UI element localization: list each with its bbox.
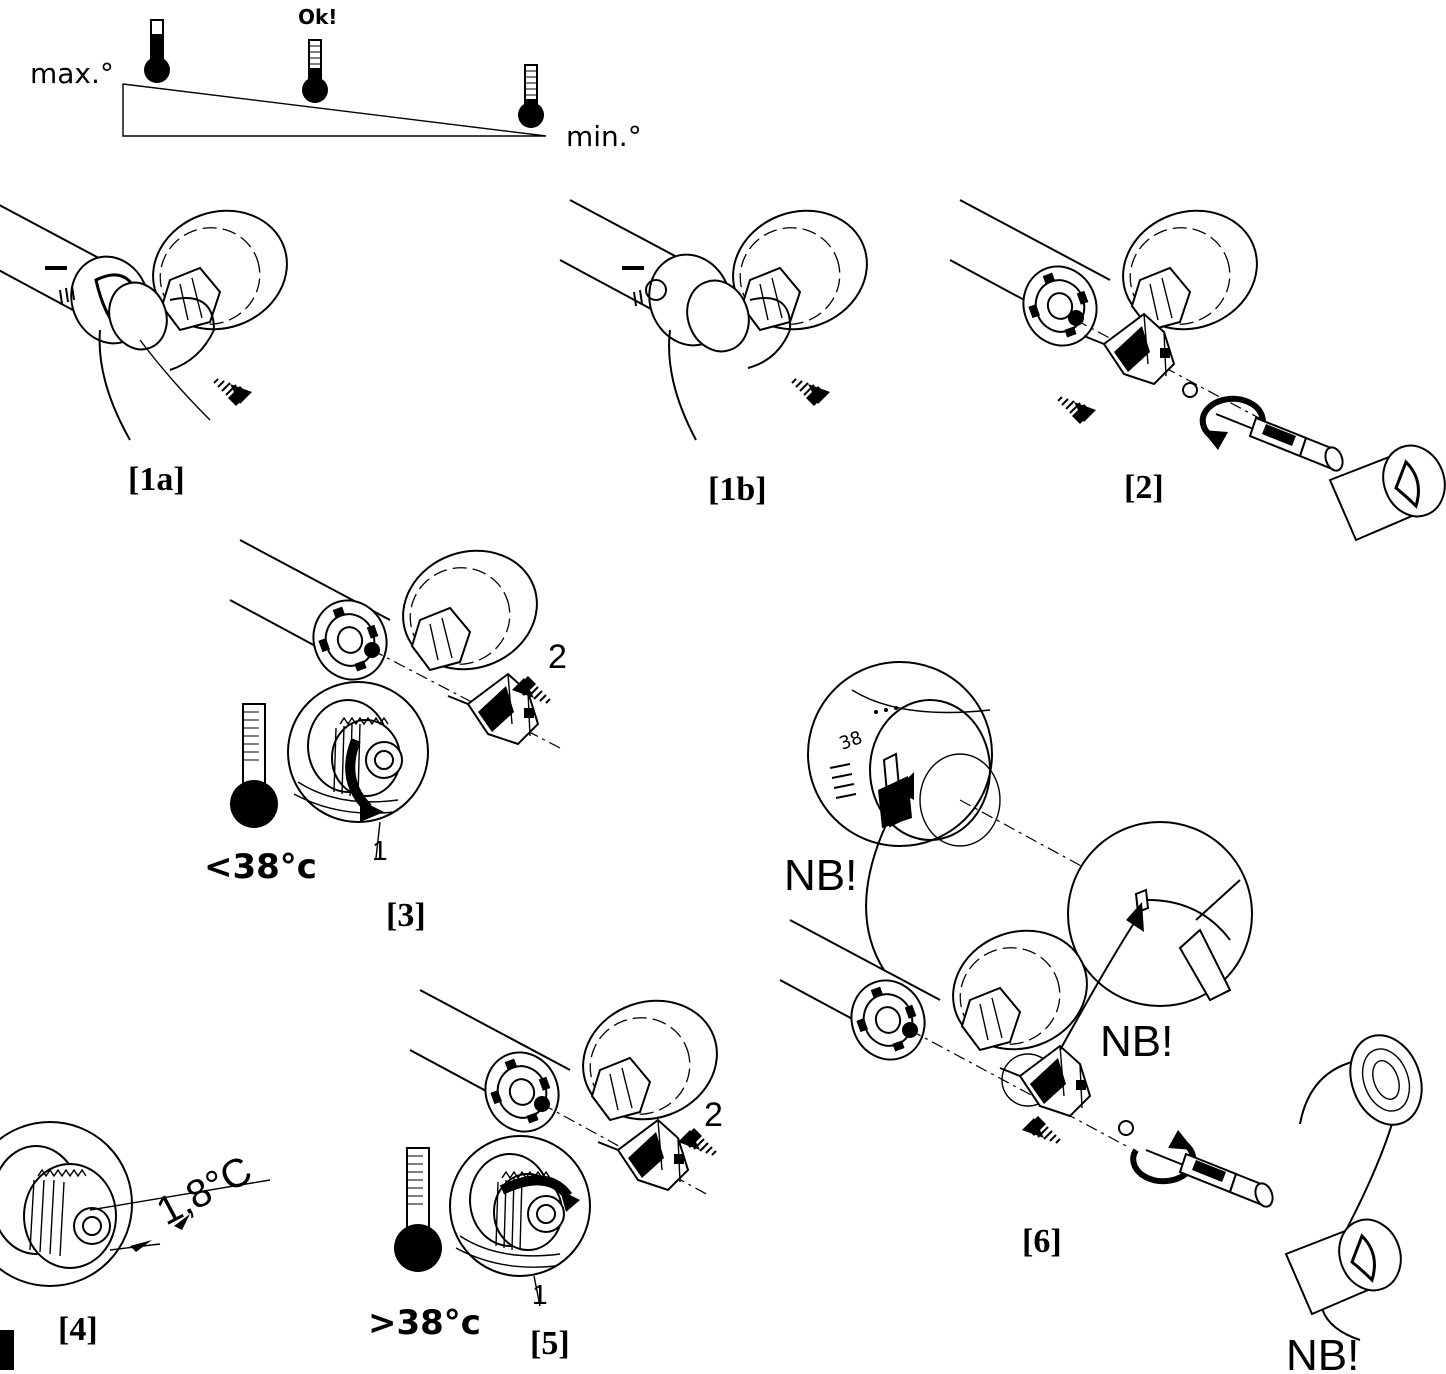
step-4-increment: 1,8°C [150, 1148, 259, 1234]
step-4-illustration [0, 1121, 271, 1370]
temperature-scale: max.° min.° Ok! [30, 5, 642, 153]
thermometer-low-icon [229, 703, 279, 829]
thermometer-min-icon [517, 64, 545, 129]
step-6-illustration: 38 [779, 661, 1423, 1341]
nb-note-knob: NB! [1286, 1331, 1359, 1374]
step-5-callout-1: 1 [532, 1279, 548, 1310]
step-5-callout-2: 2 [704, 1096, 723, 1134]
step-5-label: [5] [530, 1325, 570, 1362]
pull-arrow-icon [1057, 396, 1097, 425]
step-3-label: [3] [386, 897, 426, 934]
ok-label: Ok! [298, 5, 337, 29]
step-3-illustration [229, 531, 561, 859]
push-arrow-icon [1021, 1115, 1061, 1144]
step-3-temperature: <38°c [204, 847, 317, 887]
step-6-label: [6] [1022, 1223, 1062, 1260]
thermometer-high-icon [393, 1147, 443, 1273]
step-5-temperature: >38°c [368, 1303, 481, 1343]
pull-arrow-icon [213, 378, 253, 407]
step-1a-illustration [0, 191, 305, 441]
step-2-label: [2] [1124, 469, 1164, 506]
nb-note-fork: NB! [1100, 1017, 1173, 1066]
step-3-callout-1: 1 [372, 835, 388, 866]
thermometer-ok-icon [301, 39, 329, 104]
step-1b-illustration [559, 191, 885, 441]
pull-arrow-icon [791, 378, 831, 407]
step-1a-label: [1a] [128, 461, 185, 498]
min-label: min.° [566, 120, 642, 153]
max-label: max.° [30, 57, 114, 90]
step-5-illustration [393, 981, 735, 1307]
step-4-label: [4] [58, 1311, 98, 1348]
step-1b-label: [1b] [708, 471, 767, 508]
nb-note-dial: NB! [784, 851, 857, 900]
thermometer-max-icon [143, 19, 171, 84]
step-3-callout-2: 2 [548, 638, 567, 676]
step-2-illustration [949, 191, 1446, 542]
